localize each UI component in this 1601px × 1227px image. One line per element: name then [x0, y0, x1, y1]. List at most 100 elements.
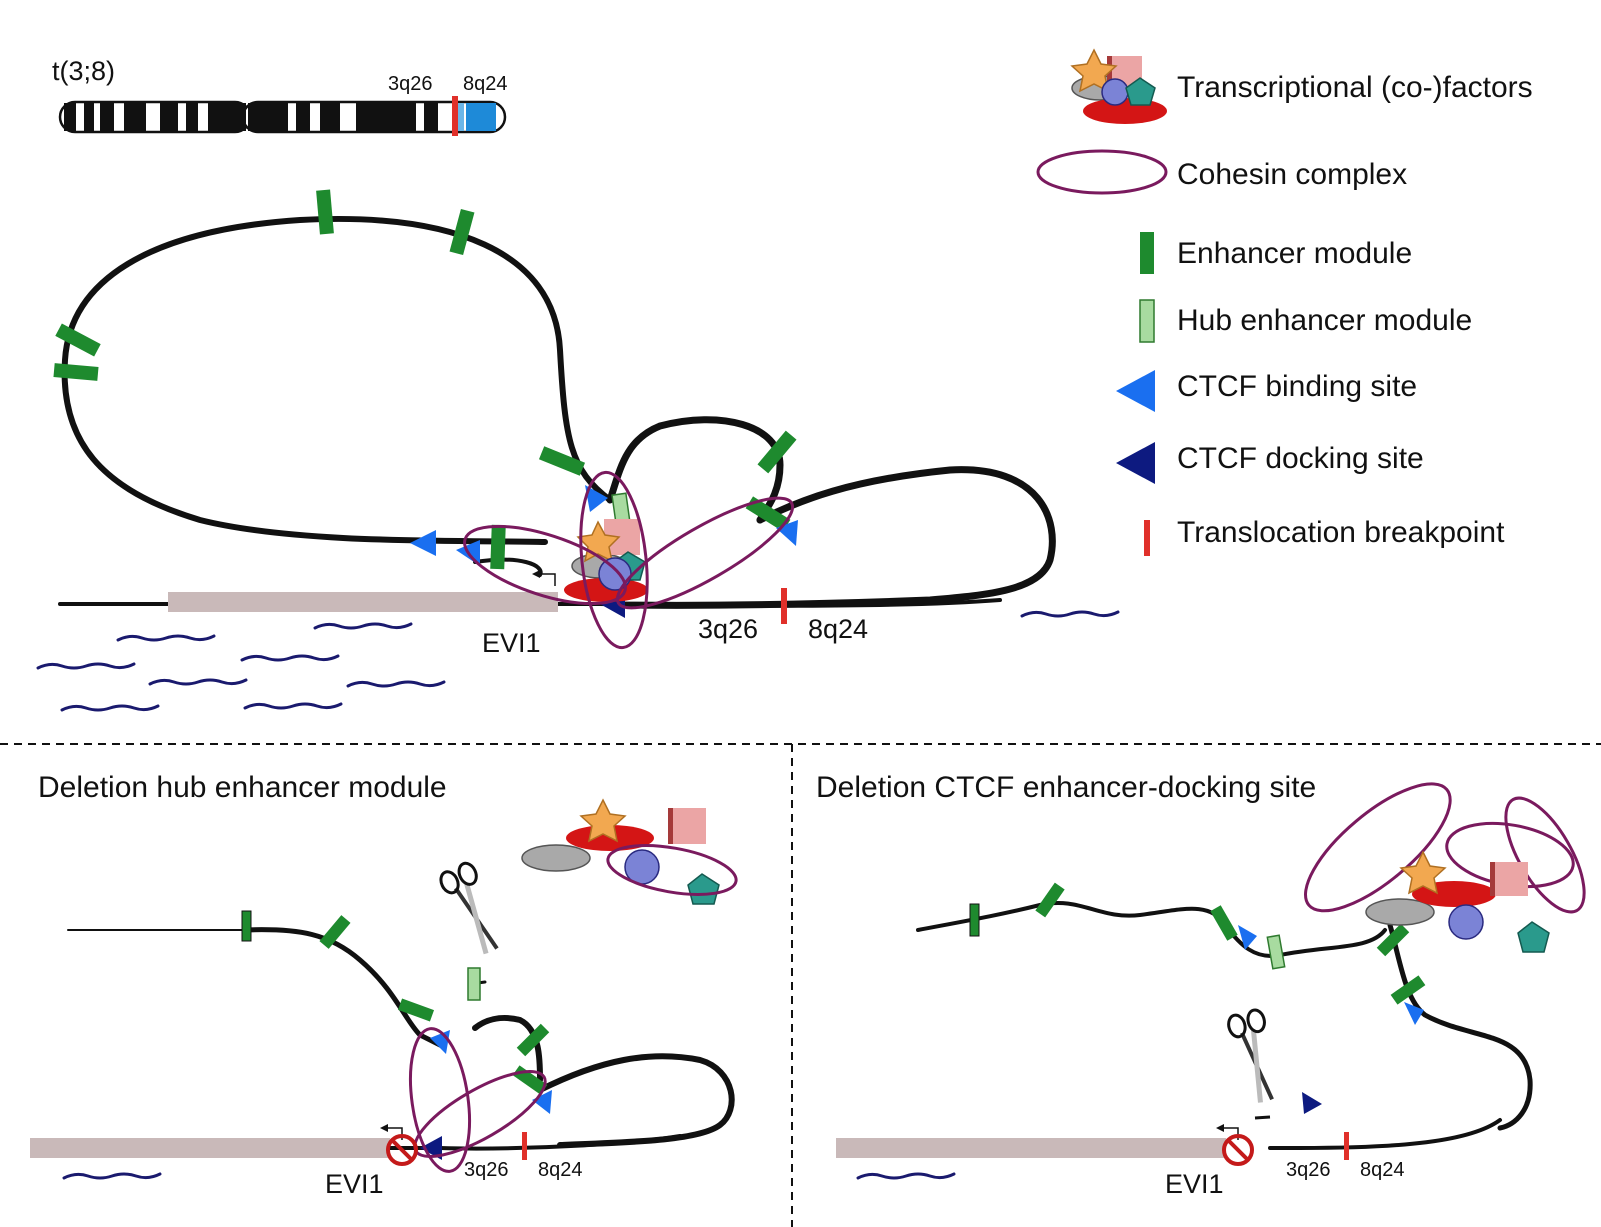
ctcf-docking-triangle-icon [1116, 442, 1155, 484]
legend-label-ctcf-docking: CTCF docking site [1177, 442, 1424, 475]
bl-breakpoint [522, 1132, 527, 1160]
enhancer-module [490, 524, 506, 570]
legend: Transcriptional (co-)factors Cohesin com… [1036, 48, 1533, 556]
enhancer-module [53, 363, 99, 381]
transcript [148, 678, 248, 686]
ctcf-binding-site [1404, 1002, 1424, 1025]
enhancer-module [241, 910, 252, 942]
top-cohesin-ring [615, 496, 795, 610]
br-prohibited-icon [1222, 1134, 1254, 1166]
bl-prohibited-icon [386, 1134, 418, 1166]
enhancer-module [1210, 905, 1238, 941]
legend-label-enhancer: Enhancer module [1177, 237, 1412, 270]
enhancer-module [449, 208, 475, 256]
ctcf-binding-site [532, 1090, 552, 1114]
br-breakpoint [1344, 1132, 1349, 1160]
enhancer-module [757, 430, 797, 474]
br-scissors-icon [1227, 1008, 1274, 1103]
bl-chromatin [472, 1015, 543, 1083]
enhancer-module [397, 998, 435, 1022]
enhancer-module [55, 323, 101, 357]
top-cohesin-ring [579, 470, 649, 650]
bottom-right-panel: Deletion CTCF enhancer-docking site [816, 771, 1586, 1199]
chromosome-label: t(3;8) [52, 56, 115, 86]
legend-label-ctcf-binding: CTCF binding site [1177, 370, 1417, 403]
br-transcript [856, 1172, 956, 1180]
top-tss-arrow-icon [538, 573, 556, 586]
br-detached-factors [1304, 782, 1586, 953]
bl-chromatin [537, 1053, 735, 1148]
bl-ctcf-docking-site [420, 1136, 442, 1160]
transcript [346, 680, 446, 688]
br-deleted-ctcf-docking-site [1302, 1092, 1322, 1114]
ctcf-binding-site [1238, 925, 1257, 950]
enhancer-module [969, 903, 980, 937]
chromosome-8q24-band [466, 103, 496, 131]
top-evi1-transcripts [36, 610, 1120, 712]
ctcf-binding-triangle-icon [1116, 370, 1155, 412]
transcript [240, 654, 340, 662]
top-8q24-label: 8q24 [808, 614, 868, 644]
factor-cluster-icon [1070, 48, 1167, 124]
bl-scissors-icon [439, 861, 499, 955]
transcript [1020, 610, 1120, 618]
ctcf-binding-site [585, 485, 608, 512]
top-breakpoint [781, 588, 787, 624]
enhancer-module [538, 446, 586, 476]
ideogram-breakpoint [452, 96, 458, 136]
bl-evi1-label: EVI1 [325, 1169, 384, 1199]
cohesin-ring-icon [1036, 149, 1168, 195]
br-8q24-label: 8q24 [1360, 1159, 1405, 1181]
bl-detached-factors [521, 798, 738, 905]
enhancer-module [745, 496, 791, 532]
ctcf-binding-site [410, 530, 436, 556]
enhancer-module [1035, 882, 1065, 918]
bl-evi1-gene-body [30, 1138, 390, 1158]
bl-chromatin [242, 927, 443, 1048]
bl-transcript [62, 1172, 162, 1180]
legend-label-hub-enhancer: Hub enhancer module [1177, 304, 1472, 337]
br-hub-enhancer [1266, 934, 1286, 970]
br-evi1-gene-body [836, 1138, 1226, 1158]
br-3q26-label: 3q26 [1286, 1159, 1331, 1181]
enhancer-module [1390, 975, 1426, 1005]
transcript [60, 704, 160, 712]
bl-8q24-label: 8q24 [538, 1159, 583, 1181]
bl-3q26-label: 3q26 [464, 1159, 509, 1181]
enhancer-module [319, 915, 351, 949]
transcript [313, 622, 413, 630]
ideogram-3q26-label: 3q26 [388, 73, 433, 95]
top-large-loop [61, 215, 613, 545]
top-evi1-gene-body [168, 592, 558, 612]
chromosome-ideogram: t(3;8) 3q26 8q24 [52, 56, 508, 136]
legend-label-breakpoint: Translocation breakpoint [1177, 516, 1505, 549]
top-right-loop [616, 466, 1056, 609]
enhancer-module [516, 1023, 550, 1057]
bottom-left-panel: Deletion hub enhancer module [30, 771, 738, 1199]
top-enhancers [53, 189, 797, 570]
top-cohesin-ring [463, 524, 627, 606]
top-evi1-label: EVI1 [482, 628, 541, 658]
enhancer-module [316, 189, 334, 235]
chromosome-bands [64, 103, 438, 131]
bottom-right-title: Deletion CTCF enhancer-docking site [816, 771, 1316, 804]
br-chromatin [916, 900, 1387, 958]
transcript [36, 662, 136, 670]
br-evi1-label: EVI1 [1165, 1169, 1224, 1199]
enhancer-bar-icon [1140, 232, 1154, 274]
legend-label-factors: Transcriptional (co-)factors [1177, 71, 1533, 104]
legend-label-cohesin: Cohesin complex [1177, 158, 1407, 191]
ideogram-8q24-label: 8q24 [463, 73, 508, 95]
hub-enhancer-bar-icon [1139, 299, 1155, 343]
transcript [243, 702, 343, 710]
breakpoint-line-icon [1144, 520, 1150, 556]
bottom-left-title: Deletion hub enhancer module [38, 771, 447, 804]
enhancer-module [1376, 923, 1410, 957]
transcript [116, 634, 216, 642]
top-3q26-label: 3q26 [698, 614, 758, 644]
top-panel: 3q26 8q24 EVI1 [36, 189, 1120, 712]
br-chromatin [1387, 922, 1533, 1131]
bl-deleted-hub-enhancer [467, 967, 481, 1001]
bl-cohesin-ring [409, 1027, 471, 1173]
